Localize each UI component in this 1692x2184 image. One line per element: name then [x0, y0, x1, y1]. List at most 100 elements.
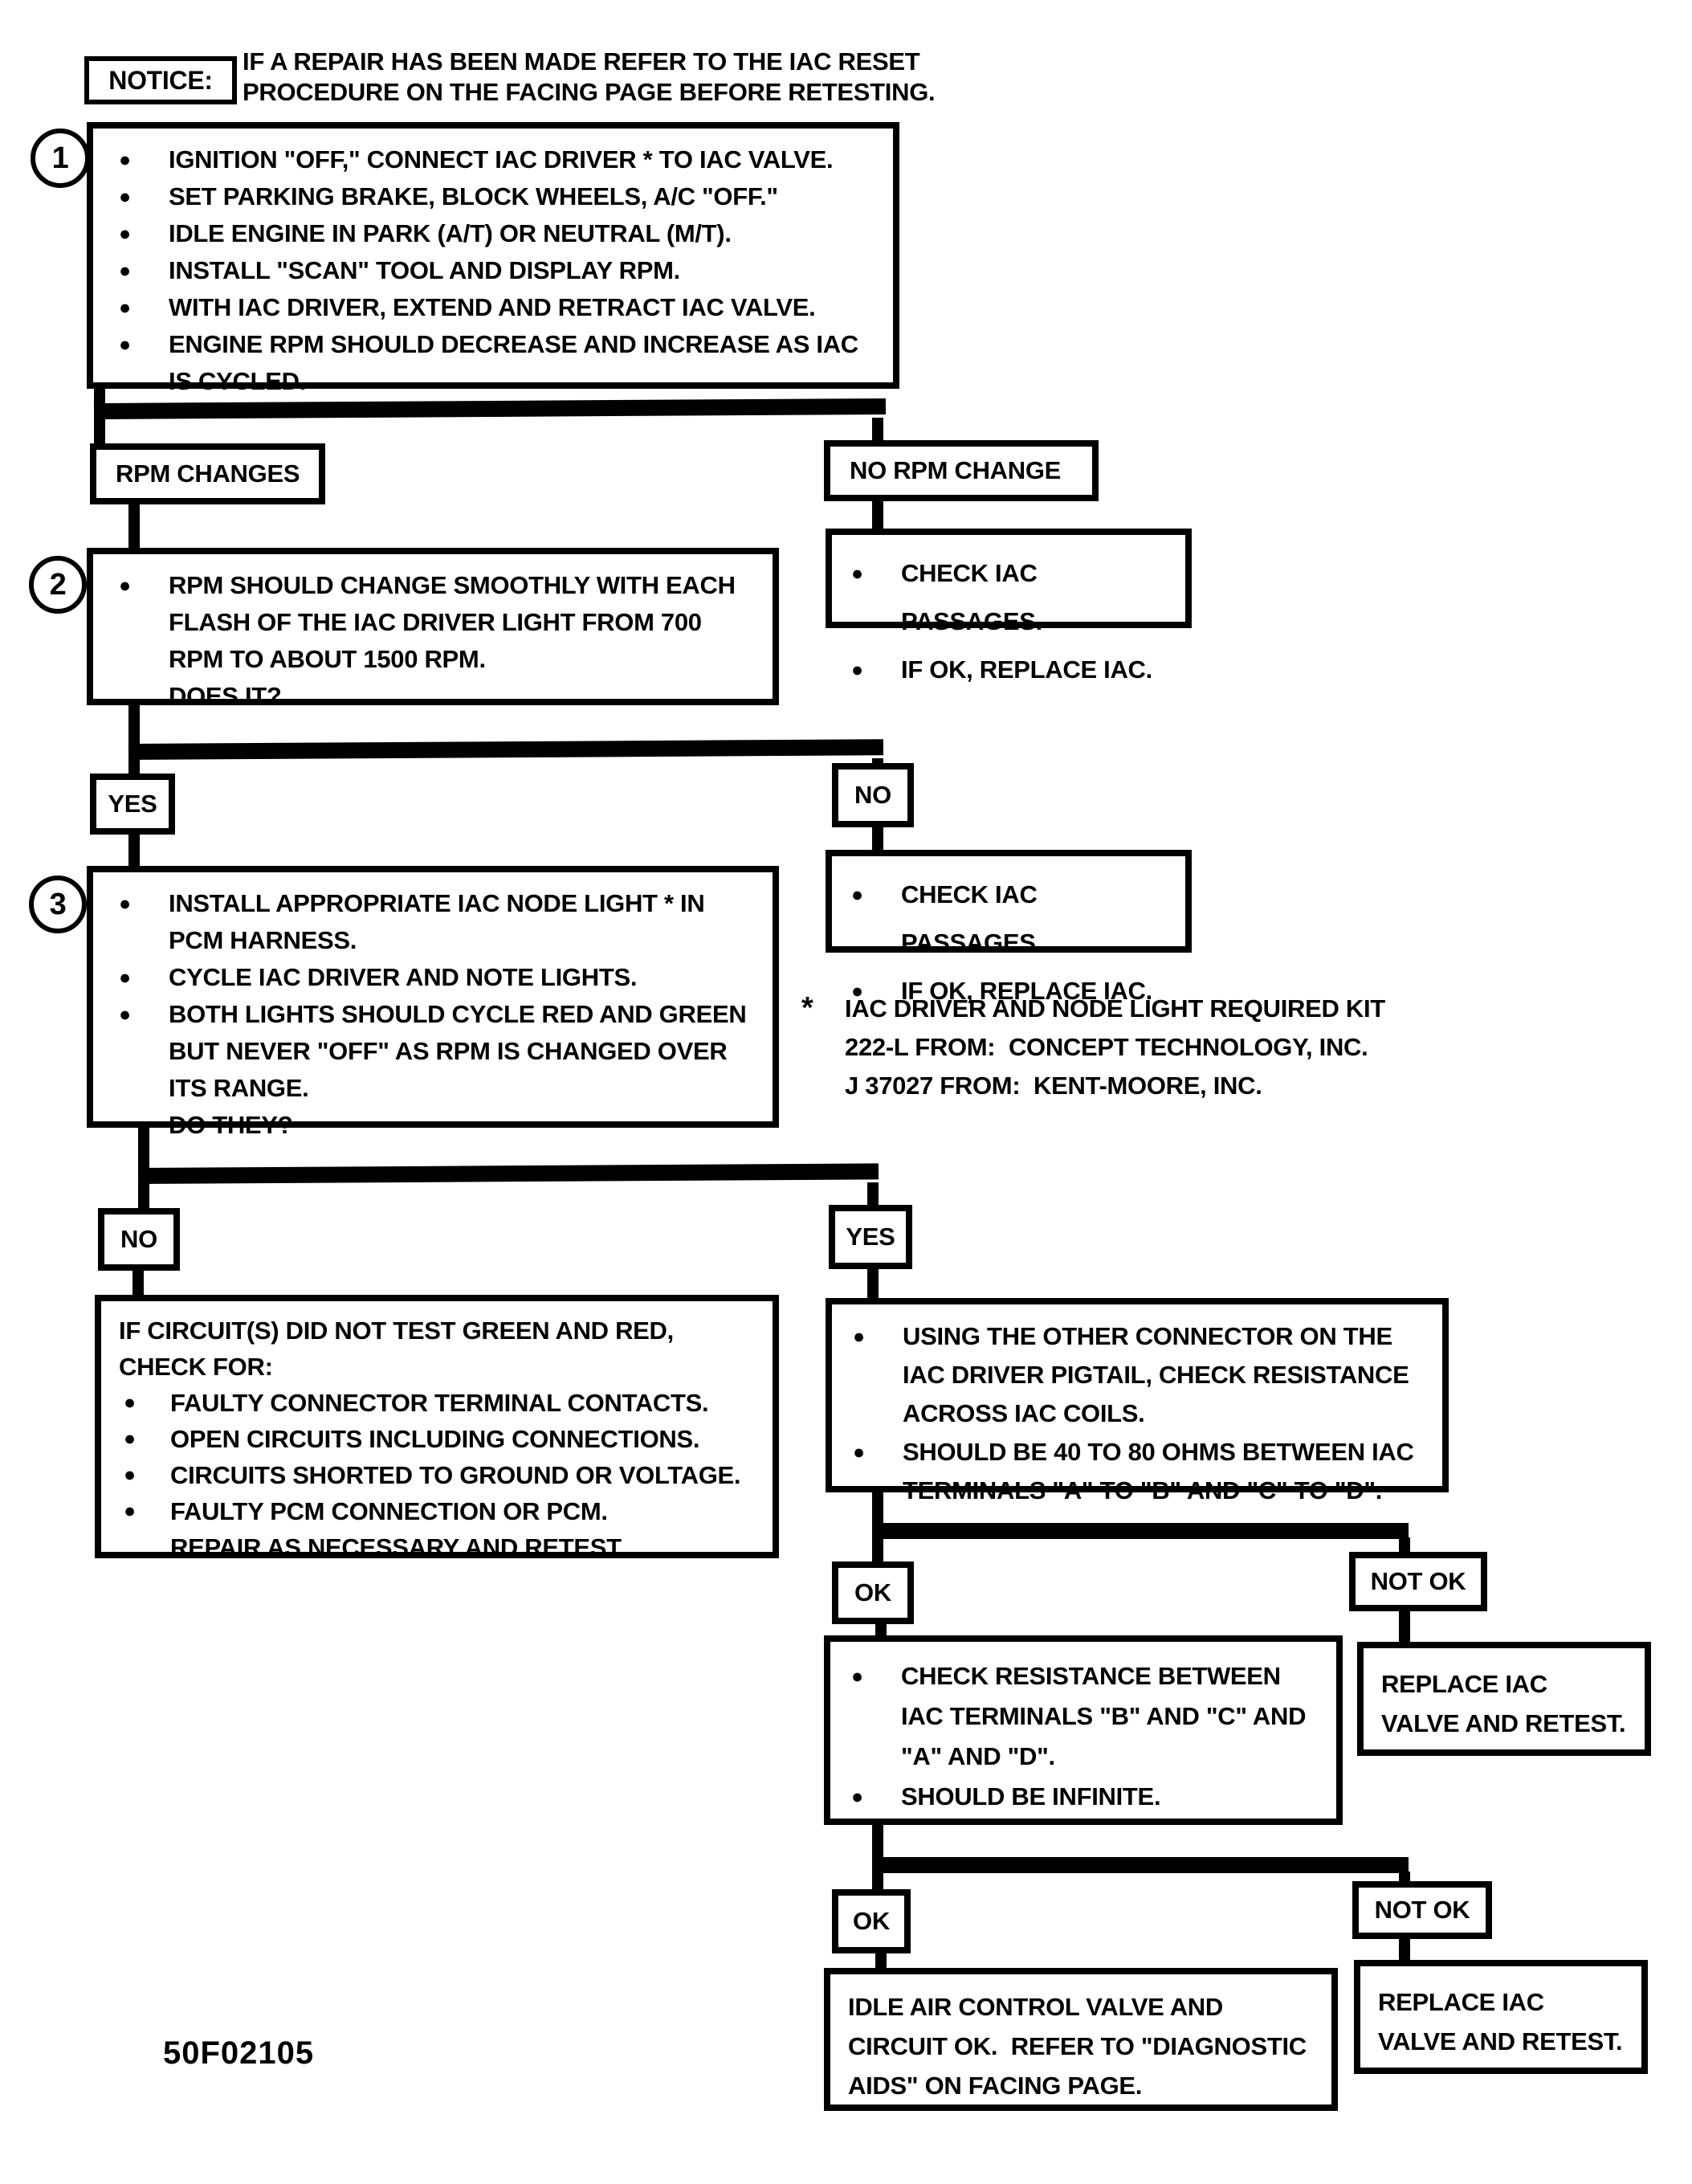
- list-item-text: USING THE OTHER CONNECTOR ON THE IAC DRI…: [903, 1322, 1415, 1427]
- bullet-icon: ●: [119, 186, 131, 208]
- step3-box: ●INSTALL APPROPRIATE IAC NODE LIGHT * IN…: [87, 866, 779, 1139]
- list-item: ●BOTH LIGHTS SHOULD CYCLE RED AND GREEN …: [114, 996, 758, 1107]
- list-item-text: ENGINE RPM SHOULD DECREASE AND INCREASE …: [169, 330, 866, 395]
- branch-resistance-ok-label: OK: [854, 1578, 891, 1606]
- list-item-text: WITH IAC DRIVER, EXTEND AND RETRACT IAC …: [169, 293, 816, 321]
- resistance-check-list: ● USING THE OTHER CONNECTOR ON THE IAC DR…: [832, 1304, 1442, 1510]
- list-item: ● ENGINE RPM SHOULD DECREASE AND INCREASE…: [114, 326, 879, 400]
- list-item-text: CHECK IAC PASSAGES.: [901, 559, 1044, 635]
- list-item: ●OPEN CIRCUITS INCLUDING CONNECTIONS.: [119, 1421, 758, 1457]
- list-item: DOES IT?: [114, 678, 758, 715]
- branch-resistance-not-ok-label: NOT OK: [1370, 1567, 1466, 1595]
- list-item: ●IF OK, REPLACE IAC.: [846, 646, 1171, 694]
- list-item-text: SET PARKING BRAKE, BLOCK WHEELS, A/C "OF…: [169, 182, 778, 210]
- bullet-icon: ●: [119, 222, 131, 245]
- branch-do-they-yes: YES: [829, 1205, 912, 1269]
- notice-label: NOTICE:: [108, 65, 213, 95]
- list-item-text: CIRCUITS SHORTED TO GROUND OR VOLTAGE.: [170, 1461, 741, 1489]
- footnote-asterisk: *: [801, 991, 813, 1025]
- infinite-check-list: ●CHECK RESISTANCE BETWEEN IAC TERMINALS …: [830, 1642, 1336, 1817]
- list-item: ● WITH IAC DRIVER, EXTEND AND RETRACT IAC…: [114, 289, 879, 326]
- step-number-2-text: 2: [49, 567, 67, 602]
- connector: [872, 418, 883, 445]
- list-item-text: SHOULD BE INFINITE.: [901, 1782, 1161, 1810]
- bullet-icon: ●: [119, 333, 131, 356]
- list-item-text: CYCLE IAC DRIVER AND NOTE LIGHTS.: [169, 963, 638, 991]
- list-item-text: IDLE ENGINE IN PARK (A/T) OR NEUTRAL (M/…: [169, 219, 732, 247]
- branch-does-it-no: NO: [832, 763, 914, 827]
- bullet-icon: ●: [853, 1325, 865, 1348]
- bullet-icon: ●: [119, 296, 131, 319]
- list-item: ● USING THE OTHER CONNECTOR ON THE IAC DR…: [848, 1317, 1428, 1433]
- connector: [867, 1182, 879, 1208]
- check-passages-list-2: ●CHECK IAC PASSAGES. ● IF OK, REPLACE IAC…: [832, 856, 1185, 1015]
- branch-infinite-ok: OK: [832, 1889, 911, 1953]
- branch-do-they-yes-label: YES: [846, 1223, 895, 1251]
- connector: [1399, 1937, 1410, 1963]
- replace-valve-box-1: REPLACE IAC VALVE AND RETEST.: [1357, 1642, 1651, 1756]
- footnote-line: J 37027 FROM: KENT-MOORE, INC.: [845, 1072, 1262, 1100]
- connector: [872, 1537, 883, 1565]
- connector: [1399, 1537, 1410, 1555]
- footnote: IAC DRIVER AND NODE LIGHT REQUIRED KIT 2…: [845, 990, 1471, 1105]
- step-number-2: 2: [29, 556, 87, 614]
- connector: [128, 758, 140, 778]
- bullet-icon: ●: [124, 1463, 136, 1486]
- replace-valve-text-1: REPLACE IAC VALVE AND RETEST.: [1381, 1670, 1626, 1737]
- step1-box: ● IGNITION "OFF," CONNECT IAC DRIVER * TO…: [87, 122, 899, 395]
- figure-id: 50F02105: [163, 2035, 315, 2071]
- final-ok-text: IDLE AIR CONTROL VALVE AND CIRCUIT OK. R…: [848, 1993, 1313, 2100]
- notice-box: NOTICE:: [84, 56, 237, 104]
- step2-box: ● RPM SHOULD CHANGE SMOOTHLY WITH EACH FL…: [87, 548, 779, 710]
- branch-do-they-no-label: NO: [120, 1225, 157, 1253]
- list-item: ● RPM SHOULD CHANGE SMOOTHLY WITH EACH FL…: [114, 567, 758, 678]
- bullet-icon: ●: [851, 884, 863, 906]
- list-item: ●SHOULD BE INFINITE.: [846, 1777, 1322, 1817]
- step2-list: ● RPM SHOULD CHANGE SMOOTHLY WITH EACH FL…: [93, 554, 773, 715]
- connector: [138, 1182, 149, 1211]
- branch-resistance-ok: OK: [832, 1561, 914, 1624]
- bullet-icon: ●: [851, 1665, 863, 1688]
- list-item-text: BOTH LIGHTS SHOULD CYCLE RED AND GREEN B…: [169, 1000, 753, 1102]
- connector: [867, 1268, 879, 1301]
- circuit-check-list: IF CIRCUIT(S) DID NOT TEST GREEN AND RED…: [101, 1301, 773, 1566]
- list-item: ● CHECK IAC PASSAGES.: [846, 549, 1171, 646]
- infinite-check-box: ●CHECK RESISTANCE BETWEEN IAC TERMINALS …: [824, 1635, 1343, 1825]
- bullet-icon: ●: [119, 892, 131, 915]
- list-item: ● IF OK, REPLACE IAC.: [846, 967, 1171, 1015]
- connector: [872, 1489, 883, 1526]
- notice-text: IF A REPAIR HAS BEEN MADE REFER TO THE I…: [243, 47, 1013, 108]
- connector: [875, 1623, 887, 1639]
- connector: [128, 702, 140, 747]
- connector: [138, 1125, 149, 1171]
- list-item: ●INSTALL APPROPRIATE IAC NODE LIGHT * IN…: [114, 885, 758, 959]
- list-item-text: IGNITION "OFF," CONNECT IAC DRIVER * TO …: [169, 145, 834, 173]
- step-number-1-text: 1: [51, 141, 69, 175]
- circuit-check-box: IF CIRCUIT(S) DID NOT TEST GREEN AND RED…: [95, 1295, 779, 1561]
- bullet-icon: ●: [124, 1500, 136, 1522]
- check-passages-box-2: ●CHECK IAC PASSAGES. ● IF OK, REPLACE IAC…: [826, 850, 1192, 1005]
- bullet-icon: ●: [119, 574, 131, 597]
- branch-infinite-not-ok-label: NOT OK: [1374, 1896, 1470, 1924]
- step3-list: ●INSTALL APPROPRIATE IAC NODE LIGHT * IN…: [93, 872, 773, 1144]
- bullet-icon: ●: [851, 562, 863, 585]
- step1-list: ● IGNITION "OFF," CONNECT IAC DRIVER * TO…: [93, 129, 893, 400]
- circuit-check-heading: IF CIRCUIT(S) DID NOT TEST GREEN AND RED…: [119, 1317, 681, 1381]
- branch-infinite-ok-label: OK: [853, 1907, 890, 1935]
- connector: [133, 1268, 144, 1298]
- bullet-icon: ●: [119, 149, 131, 171]
- branch-does-it-yes-label: YES: [108, 790, 157, 818]
- bullet-icon: ●: [851, 980, 863, 1002]
- footnote-line: 222-L FROM: CONCEPT TECHNOLOGY, INC.: [845, 1033, 1368, 1061]
- connector: [872, 498, 883, 532]
- connector: [128, 739, 884, 760]
- list-item: ●CHECK IAC PASSAGES.: [846, 871, 1171, 967]
- bullet-icon: ●: [119, 966, 131, 989]
- connector: [128, 832, 140, 869]
- connector: [872, 1872, 883, 1892]
- list-item-text: RPM SHOULD CHANGE SMOOTHLY WITH EACH FLA…: [169, 571, 742, 673]
- list-item-text: FAULTY CONNECTOR TERMINAL CONTACTS.: [170, 1389, 709, 1417]
- list-item-text: IF OK, REPLACE IAC.: [901, 977, 1152, 1005]
- bullet-icon: ●: [124, 1391, 136, 1414]
- list-item: ● SET PARKING BRAKE, BLOCK WHEELS, A/C "O…: [114, 178, 879, 215]
